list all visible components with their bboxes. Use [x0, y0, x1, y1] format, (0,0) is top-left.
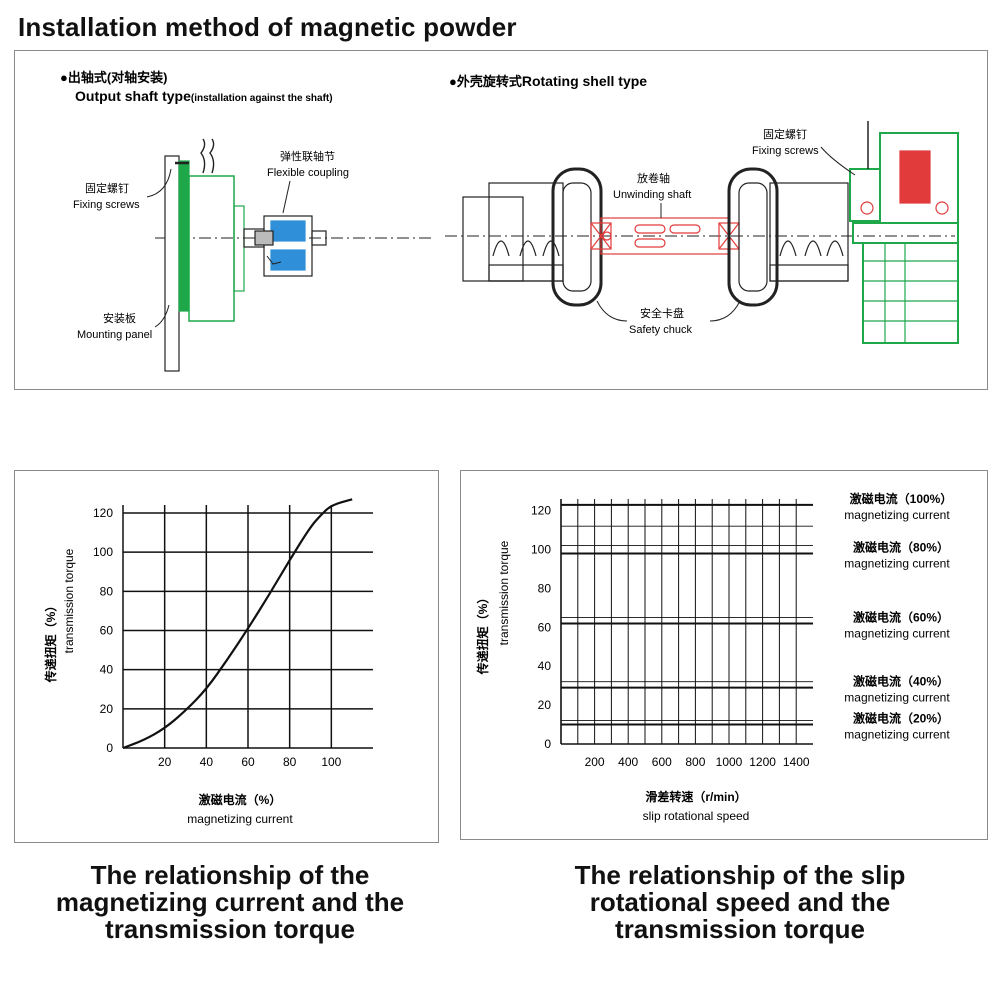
caption-right-line: The relationship of the slip: [574, 860, 906, 890]
x-tick-label: 40: [200, 755, 214, 769]
x-tick-label: 60: [241, 755, 255, 769]
y-axis-label-cn: 传递扭矩（%）: [43, 600, 58, 684]
x-tick-label: 800: [685, 755, 705, 769]
x-tick-label: 80: [283, 755, 297, 769]
coupling-label-cn: 弹性联轴节: [280, 149, 335, 163]
legend-label-en: magnetizing current: [844, 691, 950, 705]
y-tick-label: 20: [100, 702, 114, 716]
x-tick-label: 20: [158, 755, 172, 769]
fixing-screws-left-en: Fixing screws: [73, 199, 140, 211]
installation-panel: ●出轴式(对轴安装) Output shaft type(installatio…: [14, 50, 988, 390]
x-tick-label: 200: [585, 755, 605, 769]
y-tick-label: 80: [538, 581, 552, 595]
caption-left: The relationship of the magnetizing curr…: [14, 862, 446, 943]
rotating-shell-drawing: [445, 121, 959, 344]
series-line: [122, 498, 353, 750]
y-tick-label: 60: [538, 620, 552, 634]
legend-label-cn: 激磁电流（100%）: [850, 491, 953, 506]
x-tick-label: 100: [321, 755, 341, 769]
caption-right-line: rotational speed and the: [589, 887, 891, 917]
output-shaft-title-cn: ●出轴式(对轴安装): [60, 70, 168, 85]
chart-current-torque: 0 20 40 60 80 100 120 20 40 60 80 100 传递扭矩（%） trans…: [14, 470, 439, 843]
y-tick-label: 100: [531, 543, 551, 557]
x-tick-label: 1200: [749, 755, 776, 769]
x-axis-label-en: magnetizing current: [187, 812, 293, 826]
caption-right: The relationship of the slip rotational …: [505, 862, 975, 943]
y-tick-label: 120: [93, 506, 113, 520]
x-tick-label: 1400: [783, 755, 810, 769]
mounting-panel-cn: 安装板: [103, 311, 136, 325]
x-axis-label-en: slip rotational speed: [643, 809, 750, 823]
legend-label-en: magnetizing current: [844, 626, 950, 640]
x-tick-label: 1000: [716, 755, 743, 769]
x-axis-label-cn: 激磁电流（%）: [199, 792, 282, 807]
legend-label-cn: 激磁电流（40%）: [853, 674, 949, 689]
y-tick-label: 120: [531, 504, 551, 518]
safety-chuck-cn: 安全卡盘: [640, 306, 684, 320]
y-tick-label: 100: [93, 545, 113, 559]
unwinding-shaft-cn: 放卷轴: [637, 171, 670, 185]
coupling-label-en: Flexible coupling: [267, 167, 349, 179]
y-tick-label: 0: [106, 741, 113, 755]
output-shaft-drawing: [155, 138, 435, 372]
output-shaft-title-en: Output shaft type(installation against t…: [75, 88, 333, 104]
legend-label-cn: 激磁电流（80%）: [853, 539, 949, 554]
caption-left-line: magnetizing current and the: [55, 887, 405, 917]
caption-left-line: transmission torque: [105, 914, 355, 944]
safety-chuck-en: Safety chuck: [629, 324, 692, 336]
y-tick-label: 40: [538, 659, 552, 673]
unwinding-shaft-en: Unwinding shaft: [613, 189, 691, 201]
page-title: Installation method of magnetic powder: [18, 12, 517, 42]
fixing-screws-right-cn: 固定螺钉: [763, 127, 807, 141]
x-tick-label: 600: [652, 755, 672, 769]
y-tick-label: 80: [100, 584, 114, 598]
caption-left-line: The relationship of the: [90, 860, 370, 890]
y-tick-label: 20: [538, 698, 552, 712]
legend-label-en: magnetizing current: [844, 556, 950, 570]
legend-label-cn: 激磁电流（60%）: [853, 609, 949, 624]
x-axis-label-cn: 滑差转速（r/min）: [645, 789, 746, 804]
legend-label-en: magnetizing current: [844, 728, 950, 742]
rotating-shell-title: ●外壳旋转式Rotating shell type: [449, 73, 647, 89]
mounting-panel-en: Mounting panel: [77, 329, 152, 341]
y-tick-label: 60: [100, 624, 114, 638]
legend-label-en: magnetizing current: [844, 508, 950, 522]
fixing-screws-left-cn: 固定螺钉: [85, 181, 129, 195]
installation-diagram: ●出轴式(对轴安装) Output shaft type(installatio…: [60, 70, 959, 372]
fixing-screws-right-en: Fixing screws: [752, 145, 819, 157]
y-tick-label: 0: [544, 737, 551, 751]
y-axis-label-cn: 传递扭矩（%）: [475, 592, 490, 676]
chart-current-torque-svg: 0 20 40 60 80 100 120 20 40 60 80 100 传递扭矩（%） trans…: [43, 498, 373, 826]
x-tick-label: 400: [618, 755, 638, 769]
y-axis-label-en: transmission torque: [62, 548, 76, 653]
caption-right-line: transmission torque: [615, 914, 865, 944]
legend-label-cn: 激磁电流（20%）: [853, 711, 949, 726]
y-tick-label: 40: [100, 663, 114, 677]
y-axis-label-en: transmission torque: [497, 540, 511, 645]
